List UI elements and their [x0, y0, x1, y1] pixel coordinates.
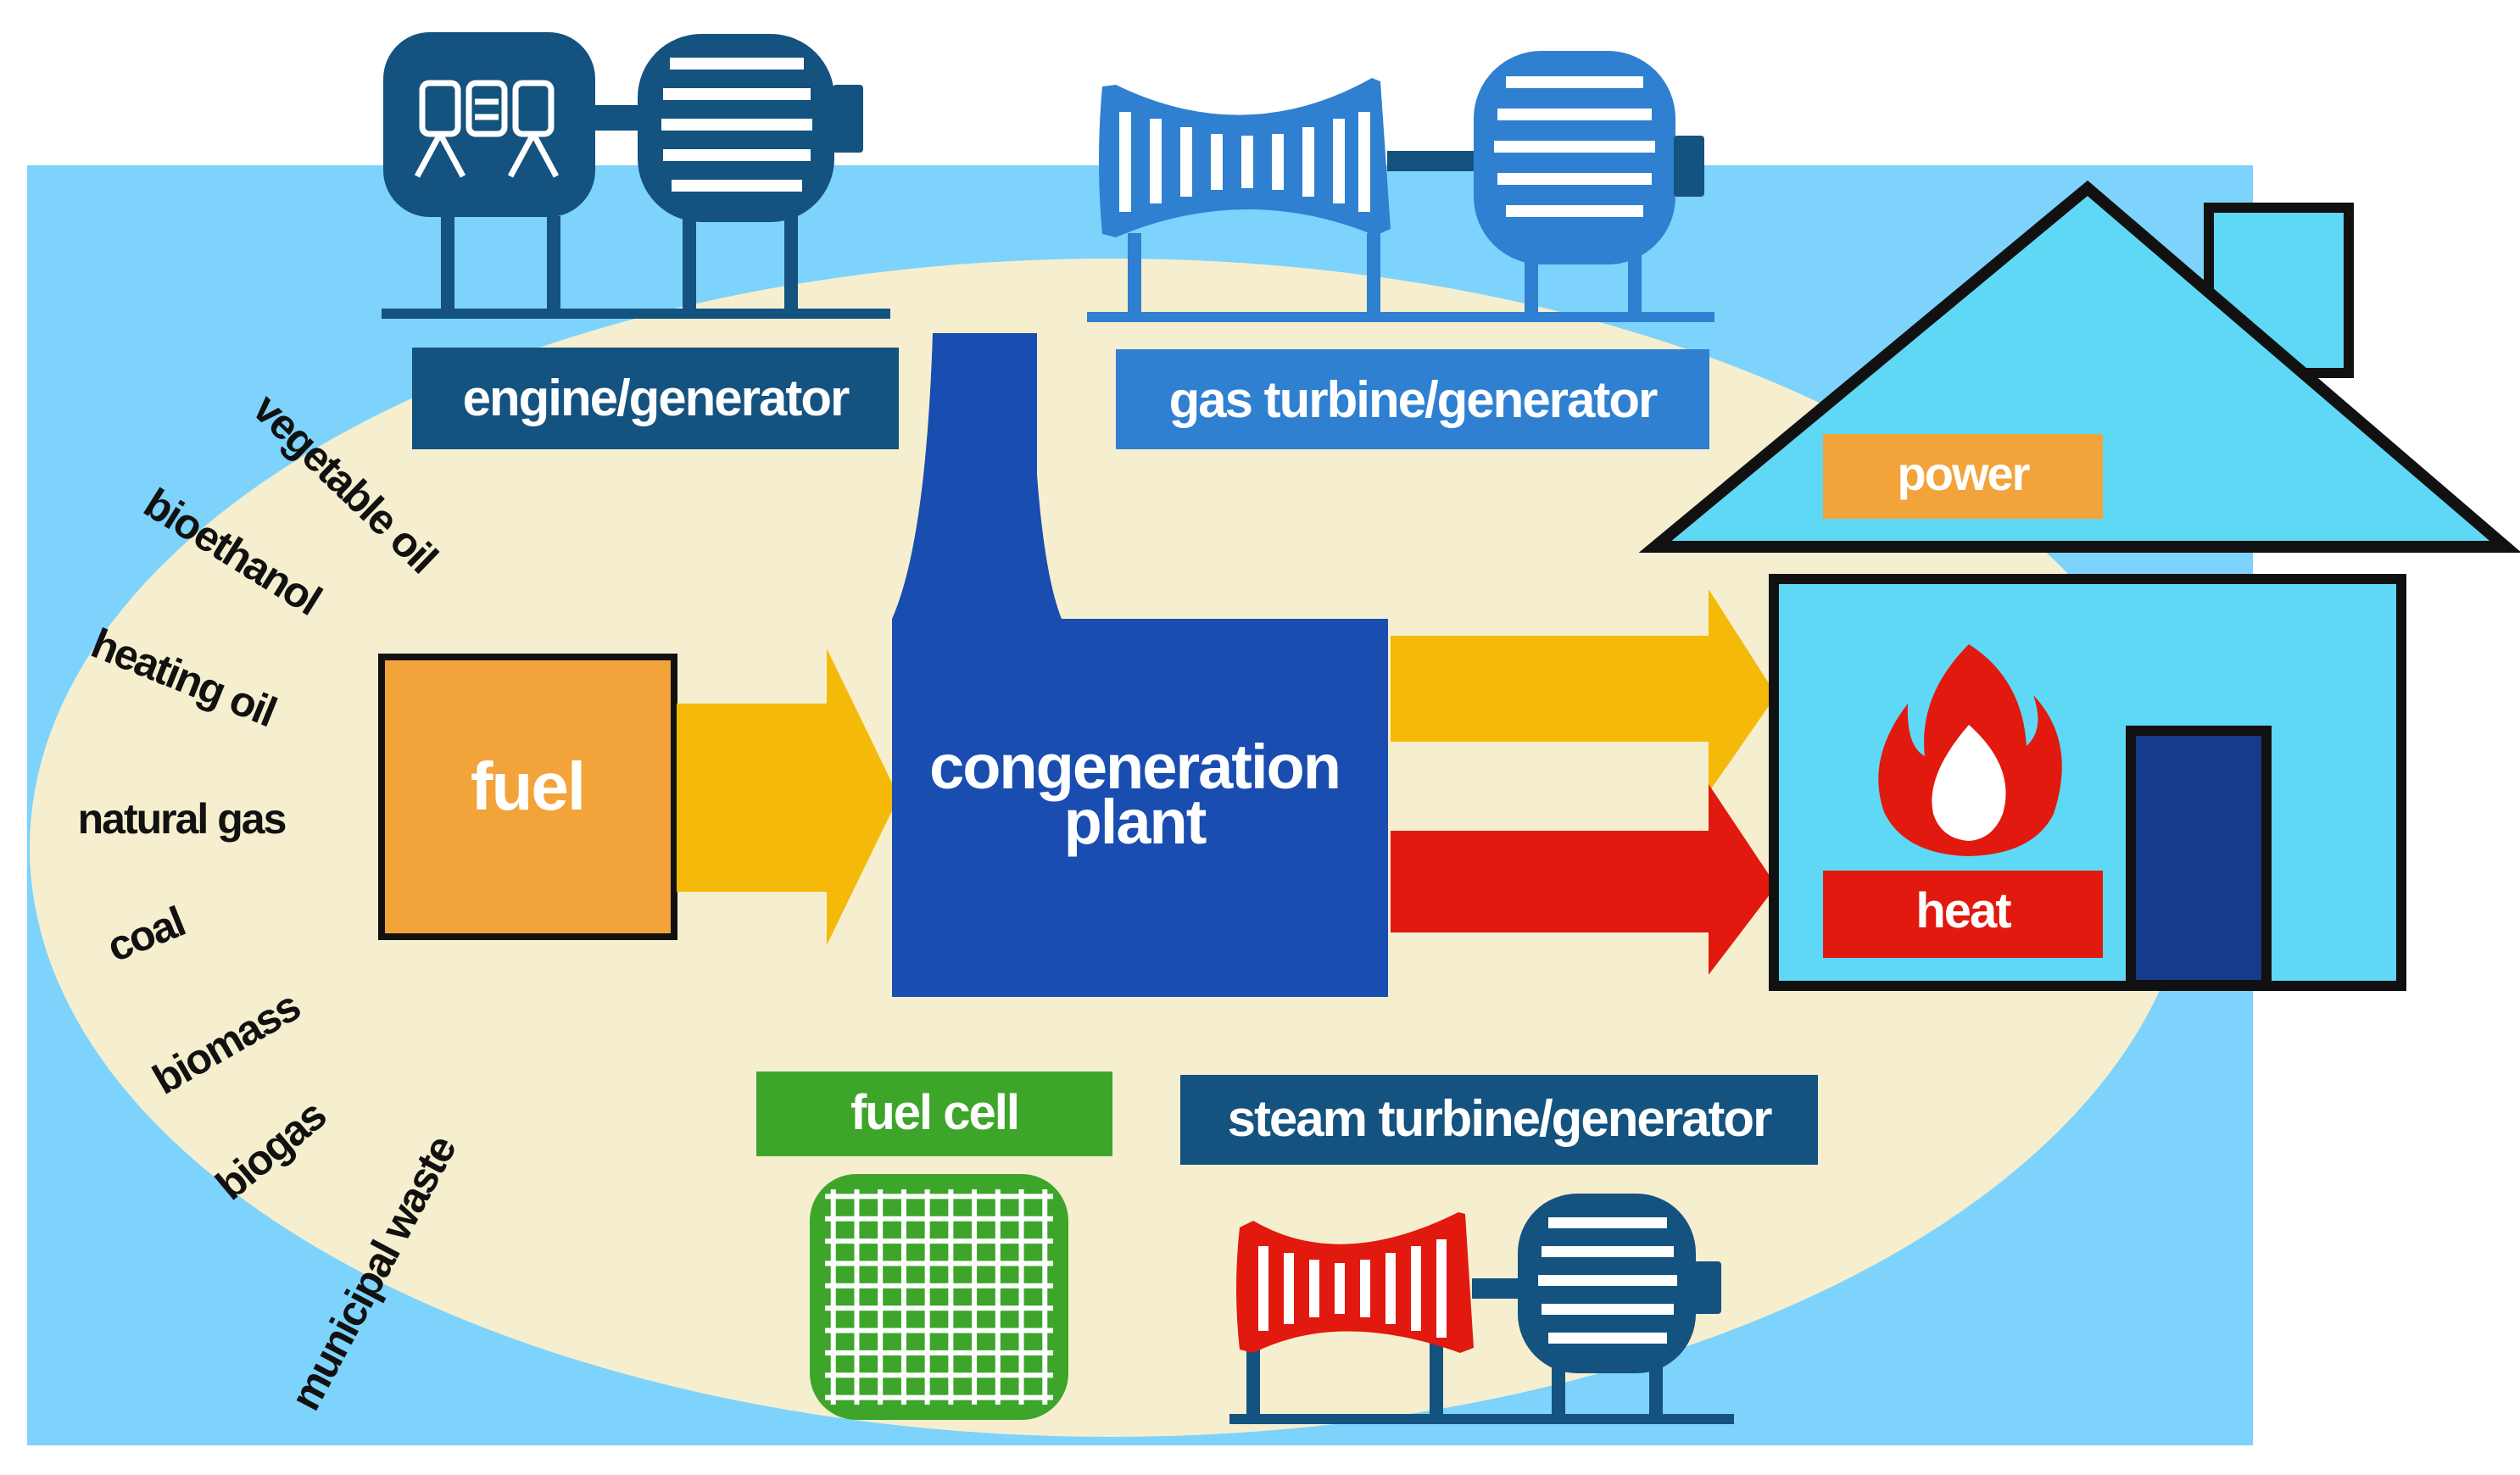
fuel-cell-grid-line: [972, 1189, 978, 1405]
gas-turbine-label: gas turbine/generator: [1169, 371, 1658, 428]
heat-tag: [1823, 871, 2103, 958]
power-arrow: [1391, 589, 1776, 793]
engine-generator-label: engine/generator: [463, 370, 850, 426]
cogeneration-plant-building: [892, 333, 1388, 997]
fuel-to-plant-arrow: [677, 648, 899, 945]
fuel-cell-grid-line: [825, 1394, 1053, 1400]
engine-generator-icon: [382, 32, 890, 319]
fuel-cell-grid-line: [1042, 1189, 1048, 1405]
fuel-cell-grid-line: [825, 1194, 1053, 1199]
steam-turbine-tag: [1180, 1075, 1818, 1165]
power-label: power: [1898, 447, 2030, 500]
steam-turbine-label: steam turbine/generator: [1228, 1090, 1772, 1147]
heat-arrow: [1391, 784, 1776, 975]
fuel-cell-grid-line: [854, 1189, 860, 1405]
fuel-cell-grid-line: [825, 1216, 1053, 1222]
gas-turbine-tag: [1116, 349, 1709, 449]
fuel-item-natural-gas: natural gas: [78, 795, 286, 843]
flame-icon: [1878, 644, 2062, 856]
heat-label: heat: [1915, 883, 2011, 938]
power-tag: [1823, 434, 2103, 519]
fuel-box: [378, 654, 677, 940]
fuel-cell-grid-line: [900, 1189, 906, 1405]
engine-generator-tag: [412, 348, 899, 449]
fuel-cell-grid-line: [825, 1305, 1053, 1311]
fuel-cell-grid-line: [948, 1189, 954, 1405]
fuel-cell-grid-line: [825, 1328, 1053, 1333]
fuel-cell-tag: [756, 1071, 1112, 1156]
fuel-cell-grid-line: [825, 1261, 1053, 1266]
fuel-cell-grid-line: [825, 1372, 1053, 1378]
fuel-cell-grid-line: [825, 1283, 1053, 1289]
fuel-cell-grid-line: [995, 1189, 1001, 1405]
fuel-cell-grid-line: [924, 1189, 930, 1405]
plant-label-line2: plant: [1064, 787, 1207, 857]
gas-turbine-icon: [1087, 51, 1714, 322]
fuel-cell-grid-line: [825, 1238, 1053, 1244]
fuel-cell-label: fuel cell: [850, 1085, 1018, 1140]
fuel-label: fuel: [471, 749, 584, 824]
fuel-cell-icon: [810, 1174, 1068, 1420]
fuel-cell-grid-line: [878, 1189, 884, 1405]
plant-label-line1: congeneration: [929, 732, 1340, 802]
fuel-cell-grid-line: [825, 1350, 1053, 1355]
fuel-cell-grid-line: [830, 1189, 836, 1405]
fuel-cell-grid-line: [1018, 1189, 1024, 1405]
steam-turbine-icon: [1229, 1194, 1734, 1424]
